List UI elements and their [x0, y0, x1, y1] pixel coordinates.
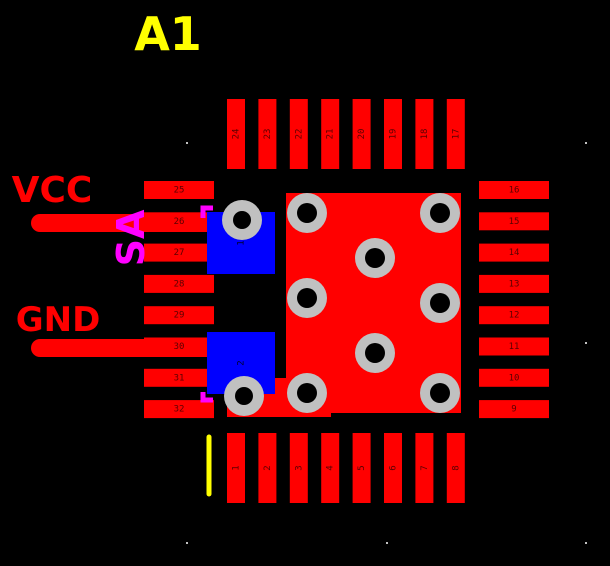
pin-number: 9	[511, 405, 516, 415]
pin-number: 8	[451, 465, 461, 470]
pin-pad	[479, 306, 549, 325]
reference-dot	[186, 142, 188, 144]
reference-dot	[585, 542, 587, 544]
component-outline	[200, 205, 213, 403]
pin-number: 17	[451, 129, 461, 140]
via-hole	[297, 203, 317, 223]
pin-pad	[384, 99, 402, 169]
vias-layer	[222, 193, 460, 416]
reference-dot	[386, 542, 388, 544]
reference-dot	[585, 142, 587, 144]
pin-pad	[321, 433, 340, 503]
pin-pad	[227, 99, 245, 169]
pin-number: 2	[263, 465, 273, 470]
pin-number: 16	[509, 186, 520, 196]
pin-number: 7	[420, 465, 430, 470]
pin-pad	[258, 433, 277, 503]
pin-number: 31	[174, 373, 185, 383]
reference-dot	[585, 342, 587, 344]
pin-number: 27	[174, 248, 185, 258]
via-hole	[430, 383, 450, 403]
pin-number: 19	[389, 129, 399, 140]
pin-number: 18	[420, 129, 430, 140]
gnd-net-label: GND	[16, 300, 101, 340]
pin-number: 5	[357, 465, 367, 470]
pin-pad	[384, 433, 402, 503]
pin-number: 28	[174, 279, 185, 289]
pin-pad	[144, 181, 214, 199]
pin-pad	[144, 400, 214, 419]
pin-pad	[144, 212, 214, 231]
pin-pad	[321, 99, 340, 169]
via-hole	[365, 248, 385, 268]
pin-pad	[144, 368, 214, 387]
via-hole	[235, 387, 253, 405]
designator-label: A1	[134, 7, 202, 61]
pin-number: 21	[326, 129, 336, 140]
pin-pad	[144, 337, 214, 356]
pin-pad	[289, 99, 308, 169]
smd-pad-number: 1	[237, 240, 247, 245]
pin-number: 1	[232, 465, 242, 470]
pin-number: 14	[509, 248, 520, 258]
pin-number: 6	[389, 465, 399, 470]
via-hole	[430, 203, 450, 223]
pin-pad	[144, 274, 214, 293]
pin-number: 13	[509, 279, 520, 289]
smd-pad-number: 2	[237, 360, 247, 365]
via-hole	[297, 288, 317, 308]
pin-number: 26	[174, 217, 185, 227]
pin-number: 30	[174, 342, 185, 352]
pin-number: 3	[294, 465, 304, 470]
pin-number: 15	[509, 217, 520, 227]
pin-number: 11	[509, 342, 520, 352]
pin-number: 32	[174, 405, 185, 415]
pin-pad	[352, 433, 371, 503]
pin-number: 22	[294, 129, 304, 140]
via-hole	[233, 211, 251, 229]
silkscreen-layer: A1 VCC GND SA	[12, 7, 212, 497]
smd-component: 12	[200, 205, 275, 403]
pin-pad	[479, 400, 549, 419]
via-hole	[365, 343, 385, 363]
pin-pad	[144, 306, 214, 325]
pin-pad	[479, 274, 549, 293]
pin-pad	[352, 99, 371, 169]
pin-number: 4	[326, 465, 336, 470]
pin-pad	[479, 368, 549, 387]
pin-pad	[479, 337, 549, 356]
pin-number: 10	[509, 373, 520, 383]
pin-pad	[446, 99, 465, 169]
pin-pad	[446, 433, 465, 503]
pin-pad	[289, 433, 308, 503]
pin-pad	[479, 181, 549, 199]
pin-number: 25	[174, 186, 185, 196]
pin-pad	[144, 243, 214, 262]
pin-number: 20	[357, 129, 367, 140]
pin-pad	[479, 212, 549, 231]
pin-number: 23	[263, 129, 273, 140]
via-hole	[430, 293, 450, 313]
reference-dot	[186, 542, 188, 544]
pin-number: 24	[232, 129, 242, 140]
pin-number: 12	[509, 311, 520, 321]
pin-pad	[258, 99, 277, 169]
component-label: SA	[109, 209, 153, 266]
pin-pad	[479, 243, 549, 262]
vcc-net-label: VCC	[12, 170, 93, 211]
pin-pad	[227, 433, 245, 503]
pin-number: 29	[174, 311, 185, 321]
via-hole	[297, 383, 317, 403]
pin-pad	[415, 433, 434, 503]
pin-pad	[415, 99, 434, 169]
